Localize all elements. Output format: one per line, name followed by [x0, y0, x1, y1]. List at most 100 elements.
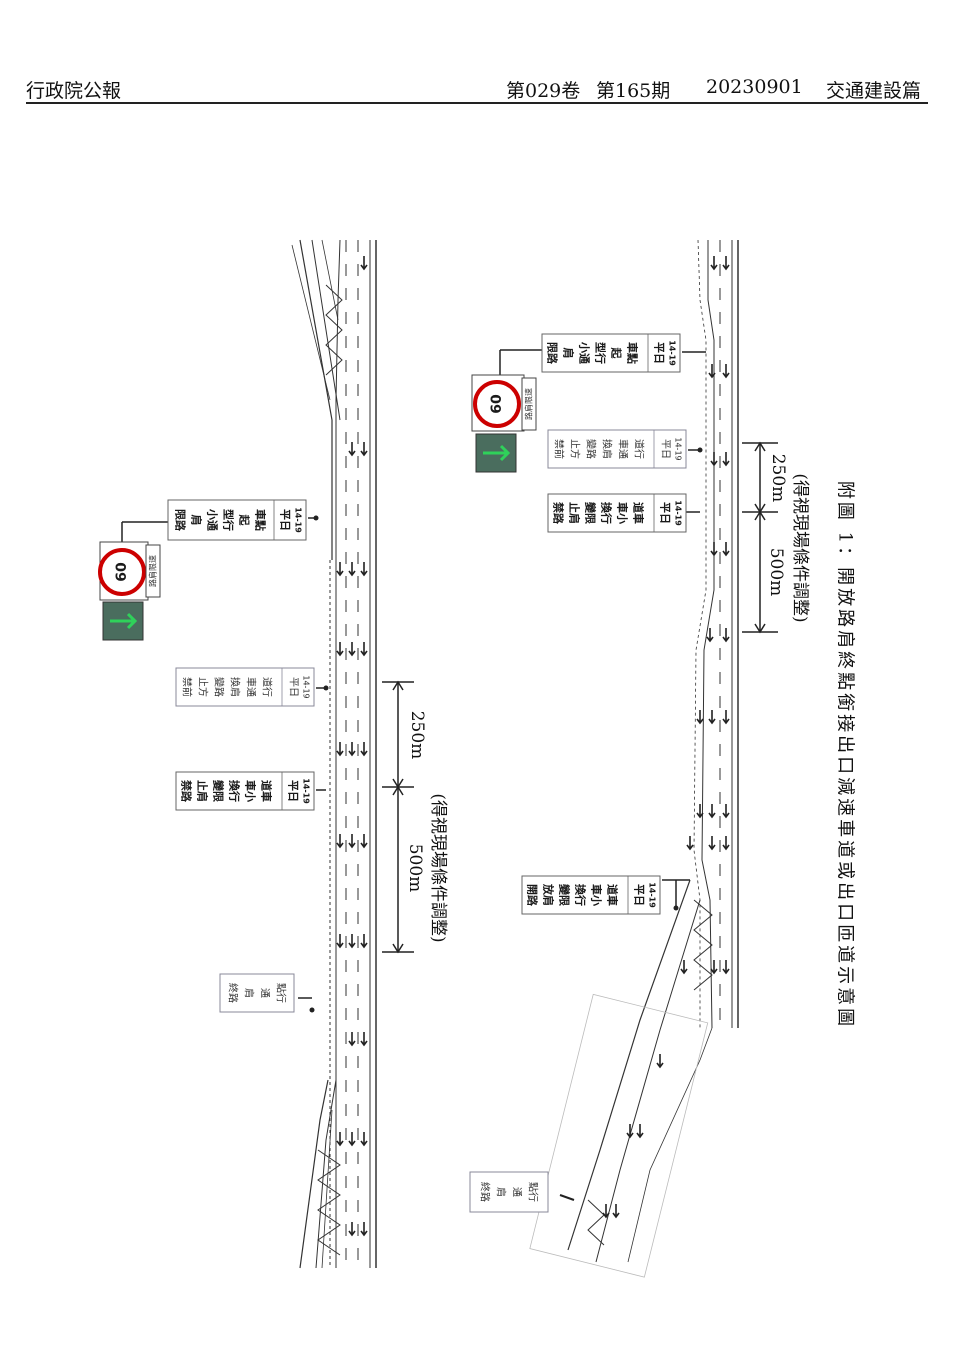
- sign-hours: 14-19: [674, 437, 683, 460]
- sign-plate: 平日: [660, 439, 671, 459]
- sign-top-no-change-shoulder: 禁路 止肩 變限 換行 車小 道車 平日 14-19: [175, 771, 326, 811]
- sign-line: 小通: [578, 341, 592, 364]
- speed-limit-plate: 路肩限速: [148, 555, 158, 587]
- sign-line: 型行: [594, 342, 608, 364]
- speed-limit-value: 60: [114, 562, 130, 582]
- sign-line: 限路: [174, 509, 188, 532]
- sign-top-limit: 限路 肩 小通 型行 起 車點 平日 14-19: [167, 499, 319, 541]
- sign-line: 起: [610, 347, 624, 360]
- sign-line: 肩: [562, 348, 576, 359]
- top-dimensions: [382, 680, 414, 954]
- publication-title: 行政院公報: [26, 80, 122, 102]
- sign-line: 換行: [228, 780, 242, 802]
- dimension-250-bottom: 250m: [768, 454, 788, 503]
- sign-line: 點行: [527, 1182, 540, 1202]
- sign-top-no-change-front: 禁前 止方 變路 換肩 車通 道行 平日 14-19: [175, 667, 329, 707]
- sign-bottom-no-change-front: 禁前 止方 變路 換肩 車通 道行 平日 14-19: [547, 429, 703, 469]
- dimension-note-top: (得視現場條件調整): [428, 793, 448, 942]
- lane-arrow-icon: [483, 444, 511, 462]
- section-name: 交通建設篇: [826, 80, 922, 102]
- dimension-500-top: 500m: [405, 844, 425, 893]
- dimension-250-top: 250m: [407, 711, 427, 760]
- sign-bottom-open: 開路 放肩 變限 換行 車小 道車 平日 14-19: [521, 875, 690, 915]
- sign-line: 變限: [558, 884, 572, 906]
- sign-line: 肩: [243, 988, 256, 998]
- bottom-dimensions: [742, 441, 778, 634]
- bottom-lane-arrows: [602, 255, 730, 1218]
- sign-line: 開路: [526, 884, 540, 907]
- sign-line: 通: [259, 988, 271, 998]
- sign-line: 止肩: [196, 780, 210, 802]
- sign-line: 變限: [584, 502, 598, 524]
- sign-plate: 平日: [653, 342, 666, 364]
- sign-line: 小通: [206, 508, 220, 531]
- sign-line: 車小: [590, 884, 604, 906]
- sign-line: 道車: [606, 884, 620, 906]
- sign-line: 止肩: [568, 502, 582, 524]
- sign-line: 變路: [213, 677, 226, 697]
- sign-line: 換肩: [601, 439, 614, 459]
- sign-bottom-end: 終路 肩 通 點行: [469, 1171, 575, 1213]
- speed-limit-sign-bottom: 60 路肩限速: [471, 349, 545, 473]
- sign-line: 變路: [585, 439, 598, 459]
- sign-plate: 平日: [659, 502, 672, 524]
- sign-line: 車小: [616, 502, 630, 524]
- sign-line: 道行: [261, 677, 274, 697]
- sign-line: 車點: [626, 342, 640, 364]
- sign-line: 變限: [212, 780, 226, 802]
- sign-line: 放肩: [542, 883, 556, 906]
- sign-line: 限路: [546, 342, 560, 365]
- top-lane-arrows: [336, 255, 368, 1236]
- sign-top-end: 終路 肩 通 點行: [219, 973, 315, 1013]
- sign-line: 型行: [222, 509, 236, 531]
- sign-line: 起: [238, 514, 252, 527]
- sign-line: 車點: [254, 509, 268, 531]
- page-header: 行政院公報 第029卷 第165期 20230901 交通建設篇: [26, 76, 928, 104]
- sign-hours: 14-19: [294, 507, 303, 533]
- sign-hours: 14-19: [648, 882, 657, 908]
- issue-date: 20230901: [706, 76, 803, 98]
- sign-line: 道車: [260, 780, 274, 802]
- sign-line: 止方: [197, 677, 210, 697]
- sign-line: 終路: [479, 1182, 492, 1202]
- sign-hours: 14-19: [668, 340, 677, 366]
- sign-line: 車小: [244, 780, 258, 802]
- sign-bottom-no-change-shoulder: 禁路 止肩 變限 換行 車小 道車 平日 14-19: [547, 493, 700, 533]
- volume-number: 第029卷: [506, 80, 581, 102]
- dimension-note-bottom: (得視現場條件調整): [790, 473, 810, 622]
- sign-line: 肩: [495, 1187, 508, 1197]
- sign-line: 車通: [617, 439, 630, 459]
- sign-line: 終路: [227, 983, 240, 1003]
- sign-hours: 14-19: [302, 778, 311, 804]
- figure-caption: 附圖 1：開放路肩終點銜接出口減速車道或出口匝道示意圖: [835, 481, 856, 1029]
- sign-hours: 14-19: [302, 675, 311, 698]
- sign-line: 換肩: [229, 677, 242, 697]
- speed-limit-sign-top: 60 路肩限速: [98, 521, 170, 641]
- sign-plate: 平日: [279, 509, 292, 531]
- sign-line: 道車: [632, 502, 646, 524]
- sign-line: 點行: [275, 983, 288, 1003]
- speed-limit-value: 60: [489, 394, 505, 414]
- sign-hours: 14-19: [674, 500, 683, 526]
- sign-bottom-limit: 限路 肩 小通 型行 起 車點 平日 14-19: [541, 333, 706, 373]
- sign-line: 換行: [574, 884, 588, 906]
- sign-line: 通: [511, 1187, 523, 1197]
- sign-line: 禁路: [180, 780, 194, 803]
- sign-plate: 平日: [287, 780, 300, 802]
- speed-limit-plate: 路肩限速: [524, 388, 534, 420]
- top-road: [291, 239, 377, 1269]
- lane-arrow-icon: [110, 612, 138, 630]
- sign-line: 禁路: [552, 502, 566, 525]
- sign-line: 車通: [245, 677, 258, 697]
- sign-plate: 平日: [288, 677, 299, 697]
- sign-plate: 平日: [633, 884, 646, 906]
- dimension-500-bottom: 500m: [766, 548, 786, 597]
- issue-number: 第165期: [596, 80, 671, 102]
- sign-line: 止方: [569, 439, 582, 459]
- sign-line: 換行: [600, 502, 614, 524]
- sign-line: 肩: [190, 515, 204, 526]
- sign-line: 禁前: [181, 677, 194, 697]
- sign-line: 道行: [633, 439, 646, 459]
- sign-line: 禁前: [553, 439, 566, 459]
